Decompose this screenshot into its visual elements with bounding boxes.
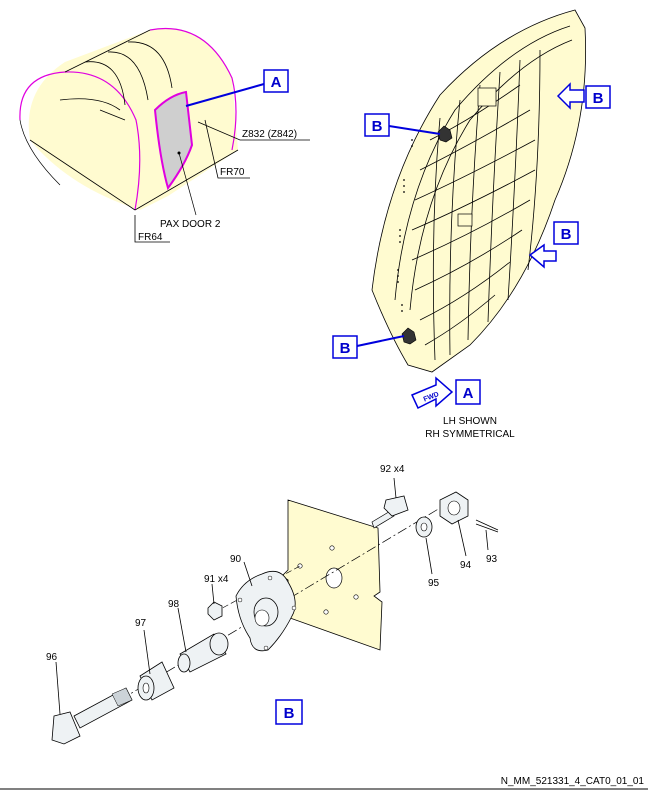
nut-91 xyxy=(207,601,223,621)
view-arrow-right-top xyxy=(556,82,585,110)
hinge-fitting-upper xyxy=(437,125,453,143)
pax-door-label: PAX DOOR 2 xyxy=(160,219,221,230)
z832-label: Z832 (Z842) xyxy=(242,129,297,140)
figure-reference: N_MM_521331_4_CAT0_01_01 xyxy=(501,776,645,787)
part-93-label: 93 xyxy=(486,554,498,565)
fr70-label: FR70 xyxy=(220,167,245,178)
fuselage-section: A Z832 (Z842) FR70 PAX DOOR 2 FR64 xyxy=(19,28,310,243)
part-97-label: 97 xyxy=(135,618,147,629)
part-94-label: 94 xyxy=(460,560,472,571)
bushing-98 xyxy=(177,632,229,673)
callout-b-upper: B xyxy=(372,118,383,135)
view-a-label: A xyxy=(463,385,474,402)
callout-b-lower: B xyxy=(340,340,351,357)
rh-symmetrical-note: RH SYMMETRICAL xyxy=(425,429,515,440)
part-95-label: 95 xyxy=(428,578,440,589)
cotter-pin-93 xyxy=(475,519,499,533)
part-98-label: 98 xyxy=(168,599,180,610)
fr64-label: FR64 xyxy=(138,232,163,243)
door-structure: B B B B FWD A LH SHOWN RH SYMMETRICAL xyxy=(332,9,611,440)
fwd-arrow-icon: FWD xyxy=(410,376,454,410)
sleeve-97 xyxy=(137,661,175,701)
part-91-label: 91 x4 xyxy=(204,574,229,585)
detail-b-view-label: B xyxy=(284,705,295,722)
part-92-label: 92 x4 xyxy=(380,464,405,475)
fitting-90 xyxy=(235,570,297,652)
callout-b-right-mid: B xyxy=(561,226,572,243)
hinge-fitting-lower xyxy=(401,327,417,345)
bolt-96 xyxy=(51,687,133,745)
callout-b-right-top: B xyxy=(593,90,604,107)
detail-b-exploded: 92 x4 95 94 93 90 91 x4 98 97 96 B xyxy=(46,464,499,745)
part-96-label: 96 xyxy=(46,652,58,663)
nut-94 xyxy=(439,491,469,525)
callout-a-fuselage: A xyxy=(271,74,282,91)
part-90-label: 90 xyxy=(230,554,242,565)
bolt-92 xyxy=(371,495,409,529)
lh-shown-note: LH SHOWN xyxy=(443,416,497,427)
view-arrow-right-mid xyxy=(528,243,557,269)
